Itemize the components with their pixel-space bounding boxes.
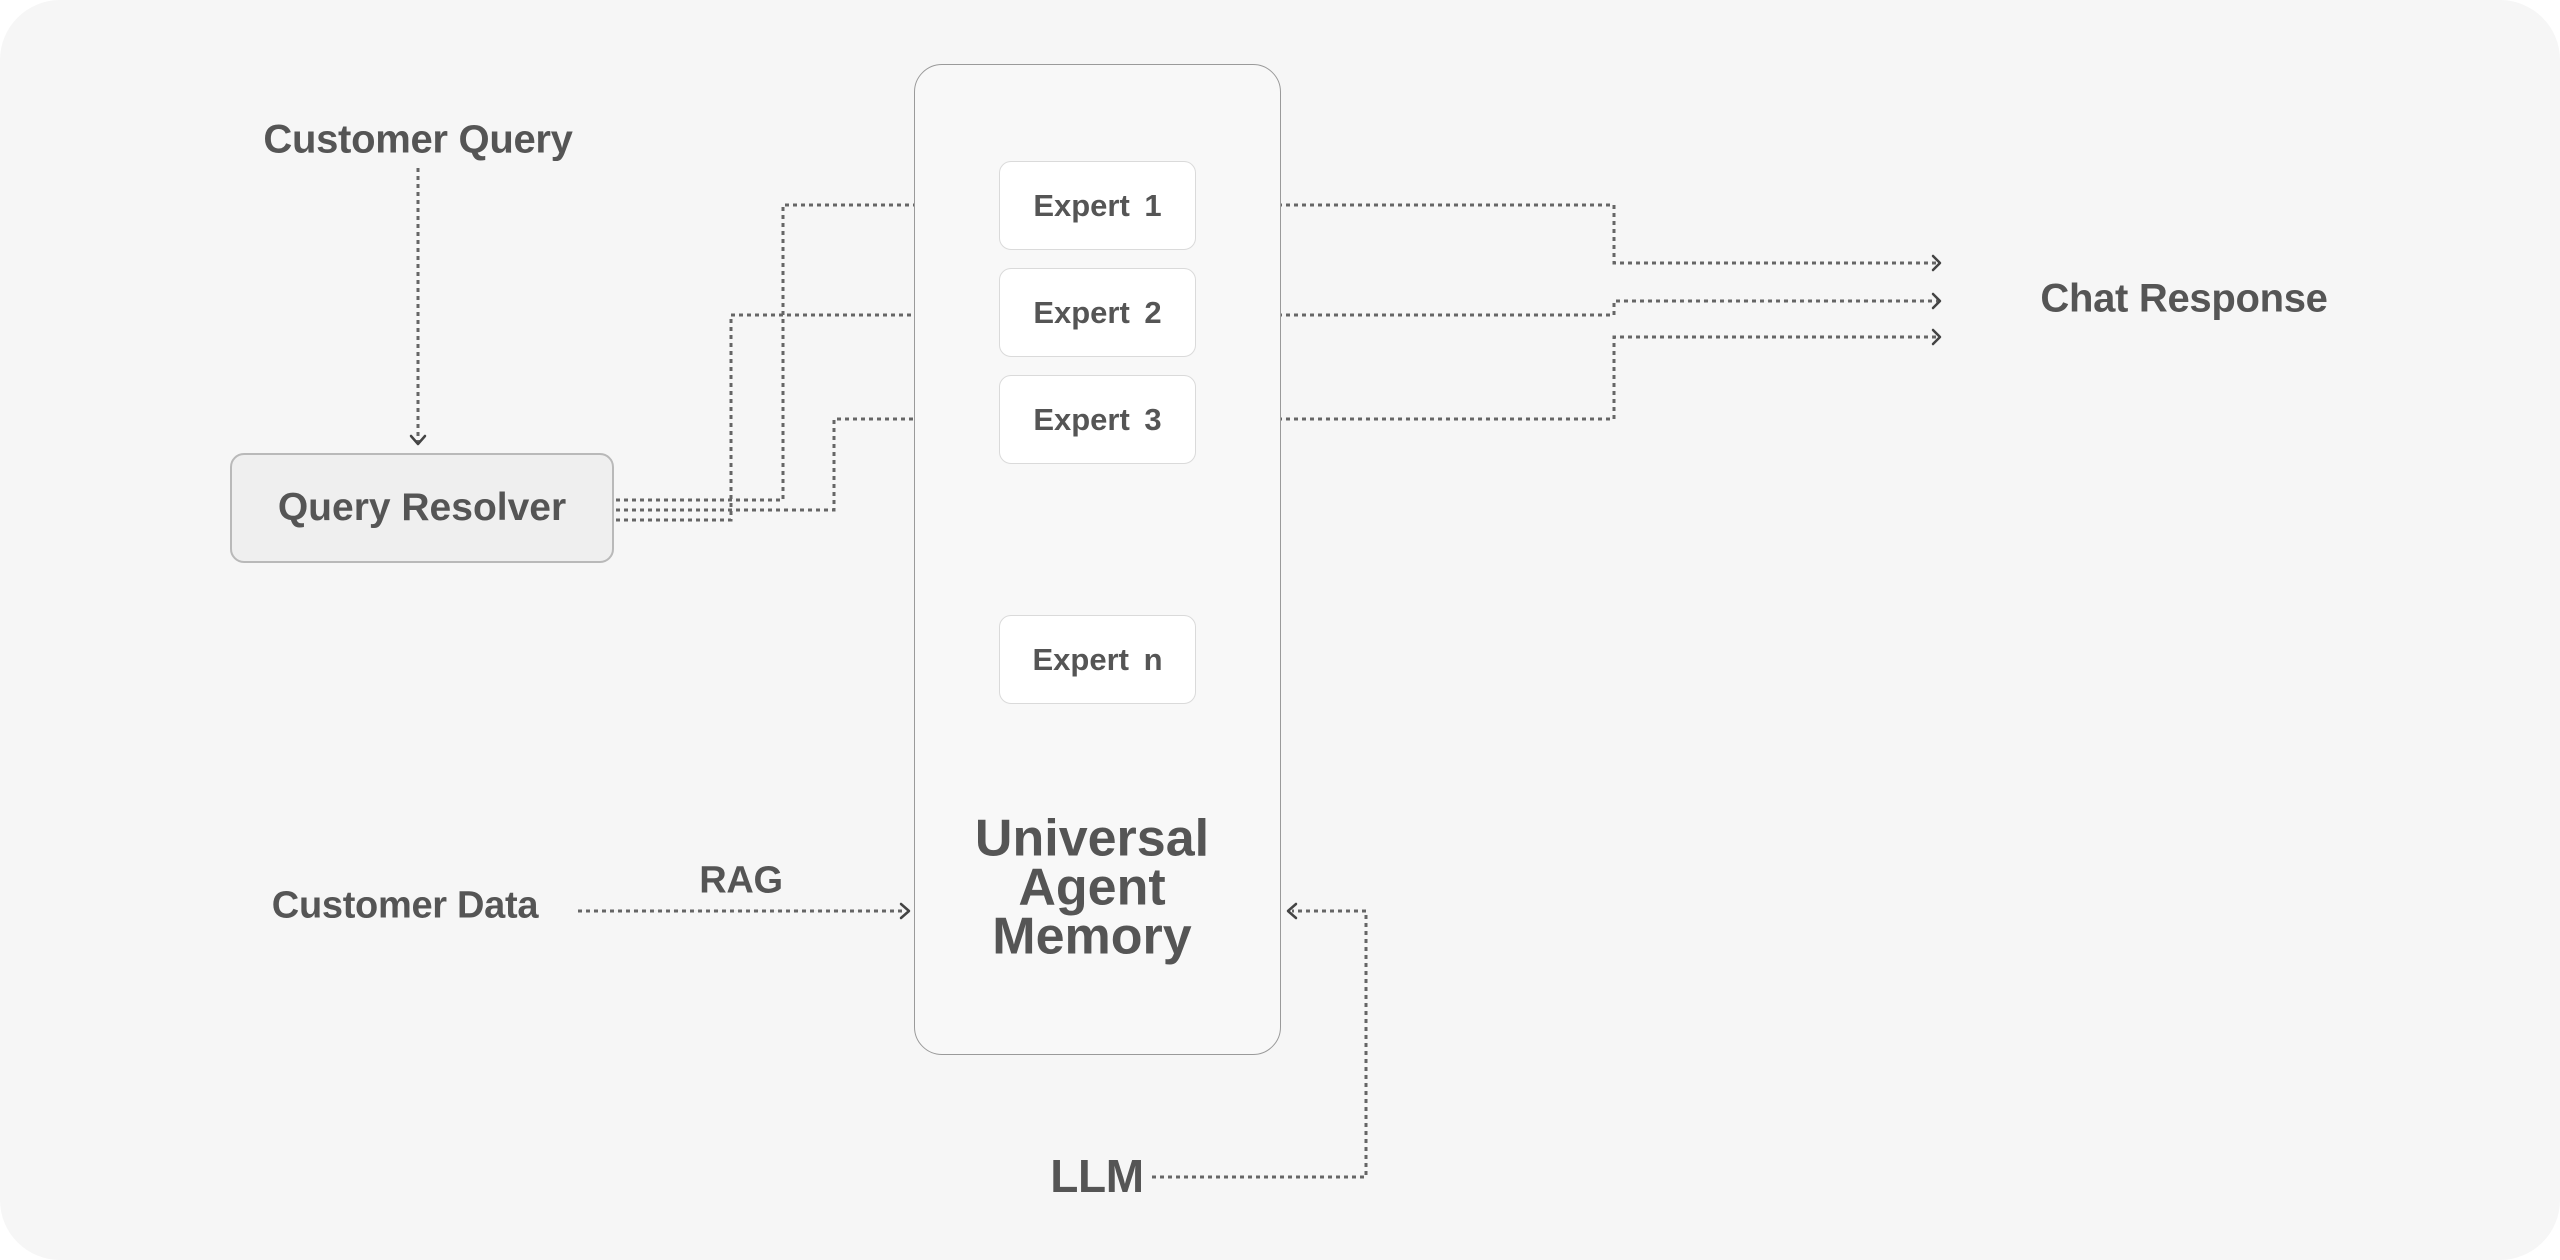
chat-response-label: Chat Response: [2040, 276, 2328, 321]
llm-label: LLM: [1050, 1150, 1144, 1202]
customer-query-label: Customer Query: [263, 117, 573, 162]
edge-expert-3-to-response: [1198, 335, 1938, 421]
expert-label: Expert 3: [1033, 401, 1162, 437]
expert-node-3[interactable]: Expert 3: [999, 375, 1196, 464]
rag-edge-label: RAG: [699, 859, 783, 902]
memory-title: Universal Agent Memory: [974, 809, 1210, 966]
arrowhead-memory-llm: [1286, 902, 1298, 920]
arrowhead-resolver: [409, 434, 427, 446]
customer-data-label: Customer Data: [271, 884, 539, 927]
expert-node-1[interactable]: Expert 1: [999, 161, 1196, 250]
edge-expert-1-to-response: [1198, 203, 1938, 265]
query-resolver-label: Query Resolver: [277, 486, 567, 529]
edge-expert-2-to-response: [1198, 299, 1938, 317]
arrowhead-response-3: [1931, 328, 1942, 346]
arrowhead-response-2: [1931, 292, 1942, 310]
expert-node-n[interactable]: Expert n: [999, 615, 1196, 704]
expert-label: Expert 2: [1033, 294, 1162, 330]
expert-node-2[interactable]: Expert 2: [999, 268, 1196, 357]
arrowhead-response-1: [1931, 254, 1942, 272]
expert-label: Expert n: [1032, 641, 1163, 677]
query-resolver-node[interactable]: Query Resolver: [230, 453, 614, 563]
expert-label: Expert 1: [1033, 187, 1162, 223]
arrowhead-memory-rag: [899, 902, 911, 920]
